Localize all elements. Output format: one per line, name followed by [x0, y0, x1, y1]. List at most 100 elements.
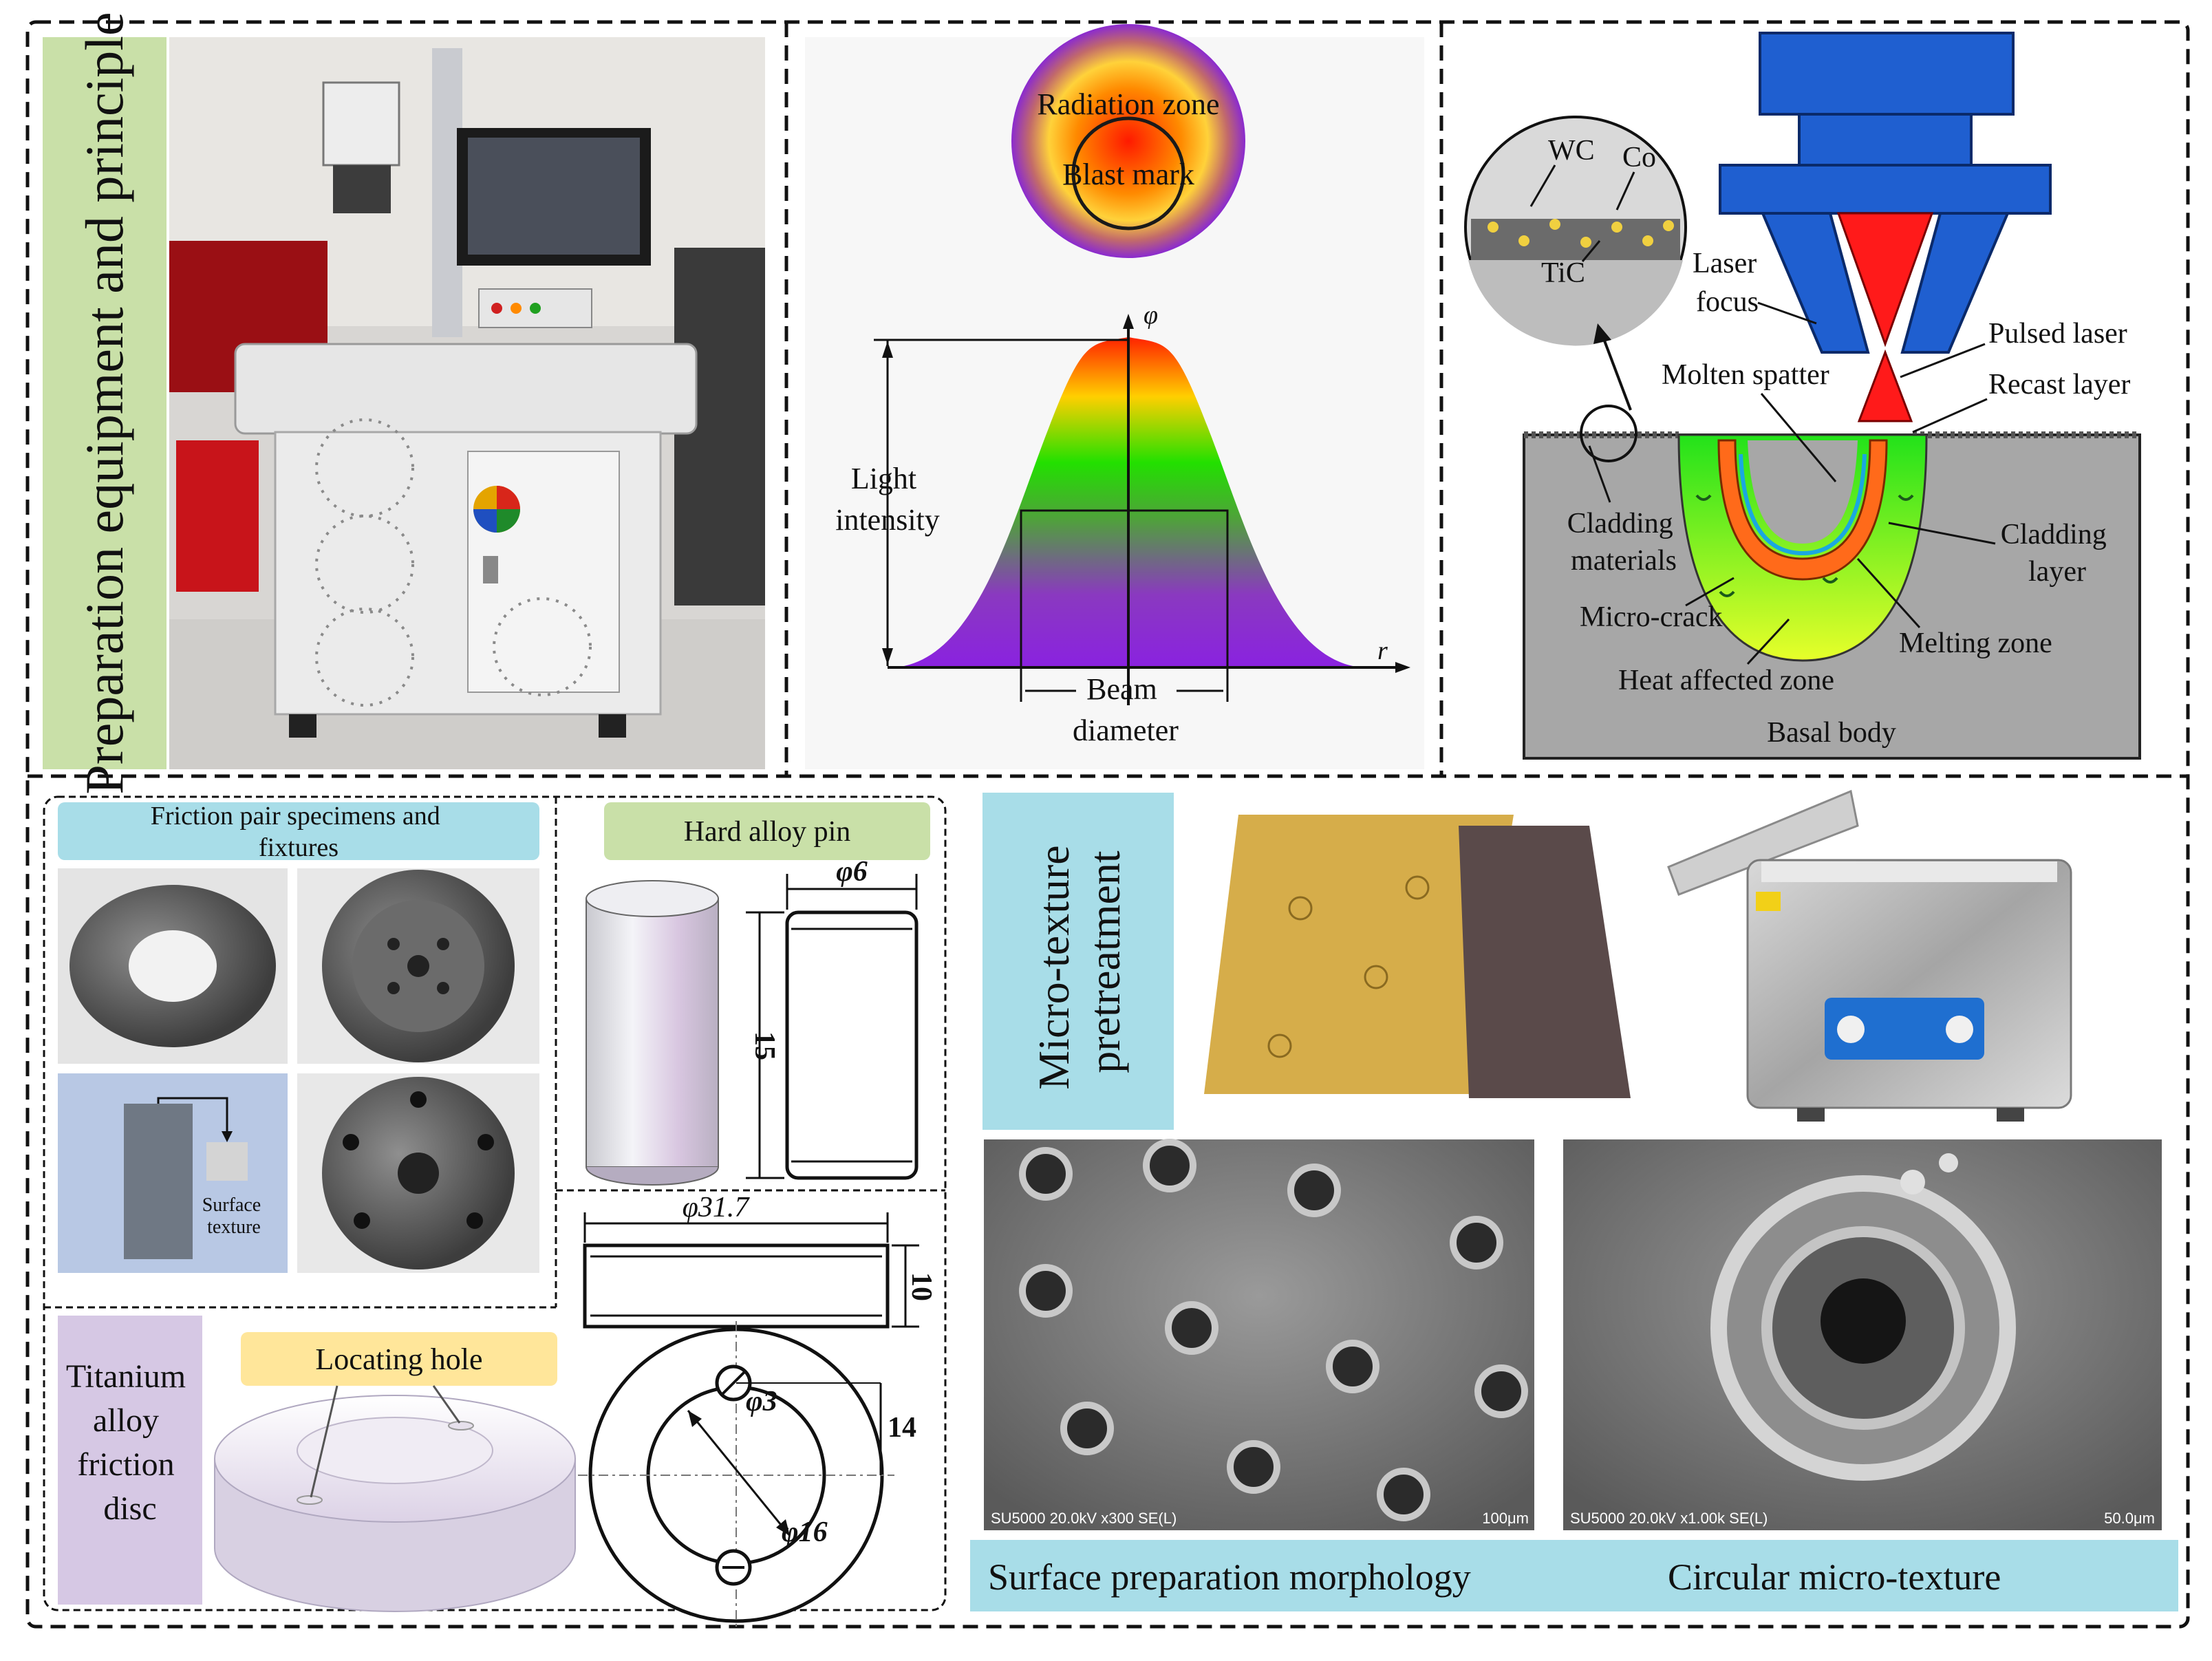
ring-specimen-photo	[58, 868, 288, 1064]
x-axis-arrow	[1395, 662, 1410, 673]
specimens-title-line1: Friction pair specimens and	[151, 802, 440, 830]
sem-left-scale: 100μm	[1482, 1510, 1529, 1527]
zoom-arrow	[1602, 336, 1632, 411]
disc-label-line3: friction	[77, 1446, 174, 1483]
textured-sample-photo: Surface texture	[58, 1073, 288, 1273]
recast-layer	[1717, 439, 1888, 581]
beam-diameter-box	[1020, 509, 1229, 669]
surface-texture-label: Surface texture	[202, 1194, 266, 1238]
sem-panel: SU5000 20.0kV x300 SE(L) 100μm SU5000 20…	[970, 1139, 2178, 1611]
fixture-photo-top	[297, 868, 539, 1064]
laser-head-flange	[1719, 164, 2052, 215]
caption-bar	[970, 1540, 2178, 1611]
pretreatment-panel: Micro-texture pretreatment	[982, 789, 2072, 1130]
disc-label-line2: alloy	[93, 1402, 159, 1439]
hole-diameter-label: φ3	[746, 1386, 777, 1417]
pin-length-label: 15	[749, 1031, 780, 1060]
beam-diameter-label: Beam diameter	[1073, 672, 1179, 747]
blast-mark-label: Blast mark	[1062, 158, 1194, 191]
ultrasonic-cleaner-photo	[1667, 789, 2072, 1122]
surface-texture-line1: Surface	[202, 1194, 261, 1216]
sem-right-info: SU5000 20.0kV x1.00k SE(L)	[1570, 1510, 1768, 1527]
basal-body-label: Basal body	[1767, 717, 1896, 749]
beam-diameter-line1: Beam	[1086, 672, 1157, 706]
pin-title: Hard alloy pin	[684, 816, 851, 848]
laser-head-neck	[1798, 113, 1973, 167]
pin-title-box	[604, 802, 930, 860]
specimens-title: Friction pair specimens and fixtures	[151, 802, 447, 862]
disc-drawing-panel: φ31.7 10 φ3 14 φ16	[578, 1192, 937, 1631]
light-intensity-line1: Light	[851, 462, 916, 495]
heat-affected-zone	[1677, 433, 1928, 662]
melting-zone-line	[1739, 453, 1867, 556]
crater	[1748, 440, 1858, 544]
cladding-layer-label: Cladding layer	[2001, 519, 2114, 588]
molten-spatter-label: Molten spatter	[1662, 359, 1829, 391]
radiation-zone-disc	[1011, 24, 1245, 258]
caption-circular: Circular micro-texture	[1668, 1556, 2001, 1598]
recast-layer-label: Recast layer	[1988, 369, 2130, 400]
cladding-materials-line1: Cladding	[1567, 508, 1673, 539]
wc-label: WC	[1548, 135, 1595, 167]
laser-head-top	[1759, 32, 2015, 116]
disc-outer-diameter-label: φ31.7	[683, 1192, 751, 1223]
pin-diameter-label: φ6	[836, 856, 868, 888]
specimens-frame	[43, 795, 947, 1611]
cladding-layer-line2: layer	[2028, 556, 2086, 588]
light-intensity-label: Light intensity	[835, 462, 940, 537]
laser-focus-label: Laser focus	[1693, 248, 1764, 318]
y-axis-arrow	[1123, 314, 1134, 329]
tic-label: TiC	[1541, 257, 1585, 289]
locating-hole-label-box	[241, 1332, 557, 1386]
pulsed-laser-label: Pulsed laser	[1988, 318, 2127, 350]
cladding-layer-line1: Cladding	[2001, 519, 2107, 550]
distance-label: 14	[888, 1412, 916, 1444]
sem-left-info: SU5000 20.0kV x300 SE(L)	[991, 1510, 1177, 1527]
x-axis-label: r	[1377, 636, 1388, 665]
disc-side-view	[583, 1243, 890, 1329]
equipment-title: Preparation equipment and principle	[74, 12, 134, 794]
schematic-panel: WC Co TiC Laser focus Pulsed laser Molte…	[1464, 32, 2141, 760]
pretreatment-title-box	[982, 793, 1174, 1130]
light-intensity-line2: intensity	[835, 503, 940, 537]
disc-panel: Titanium alloy friction disc Locating ho…	[58, 1316, 576, 1612]
sandpaper-photo	[1204, 815, 1631, 1098]
fixture-photo-bottom	[297, 1073, 539, 1273]
laser-nozzle-right	[1900, 212, 2010, 354]
pulsed-laser-beam	[1836, 212, 1934, 347]
laser-focus-line2: focus	[1696, 286, 1759, 318]
radiation-zone-label: Radiation zone	[1037, 87, 1219, 121]
cladding-materials-line2: materials	[1571, 545, 1677, 577]
pin-panel: Hard alloy pin φ6 15	[586, 802, 930, 1186]
disc-3d-render	[214, 1395, 576, 1612]
disc-thickness-label: 10	[905, 1272, 937, 1301]
pretreatment-title-line1: Micro-texture	[1029, 845, 1078, 1089]
zoom-source-ring	[1580, 405, 1637, 462]
disc-label-line1: Titanium	[66, 1358, 186, 1395]
micro-crack-label: Micro-crack	[1580, 601, 1723, 633]
y-axis-label: φ	[1143, 301, 1158, 330]
sem-image-single: SU5000 20.0kV x1.00k SE(L) 50.0μm	[1563, 1139, 2162, 1530]
heat-affected-zone-label: Heat affected zone	[1618, 665, 1834, 696]
beam-diameter-line2: diameter	[1073, 714, 1179, 747]
melting-zone-label: Melting zone	[1899, 628, 2052, 659]
pulsed-laser-cone	[1857, 349, 1913, 422]
cladding-materials-label: Cladding materials	[1567, 508, 1681, 577]
specimens-title-box	[58, 802, 539, 860]
pin-cylinder	[586, 880, 719, 1186]
disc-label: Titanium alloy friction disc	[66, 1358, 194, 1527]
laser-machine-photo	[169, 37, 765, 769]
co-label: Co	[1622, 142, 1656, 173]
laser-nozzle-left	[1760, 212, 1870, 354]
disc-label-line4: disc	[103, 1490, 156, 1527]
specimens-panel: Friction pair specimens and fixtures Sur…	[58, 802, 539, 1273]
pretreatment-title: Micro-texture pretreatment	[1029, 834, 1129, 1089]
sem-right-scale: 50.0μm	[2104, 1510, 2155, 1527]
caption-morphology: Surface preparation morphology	[988, 1556, 1471, 1598]
pin-drawing	[785, 910, 919, 1180]
disc-label-box	[58, 1316, 202, 1605]
beam-panel: Radiation zone Blast mark φ r Light inte…	[805, 24, 1424, 769]
inner-diameter-label: φ16	[782, 1517, 828, 1548]
specimens-title-line2: fixtures	[259, 833, 339, 862]
